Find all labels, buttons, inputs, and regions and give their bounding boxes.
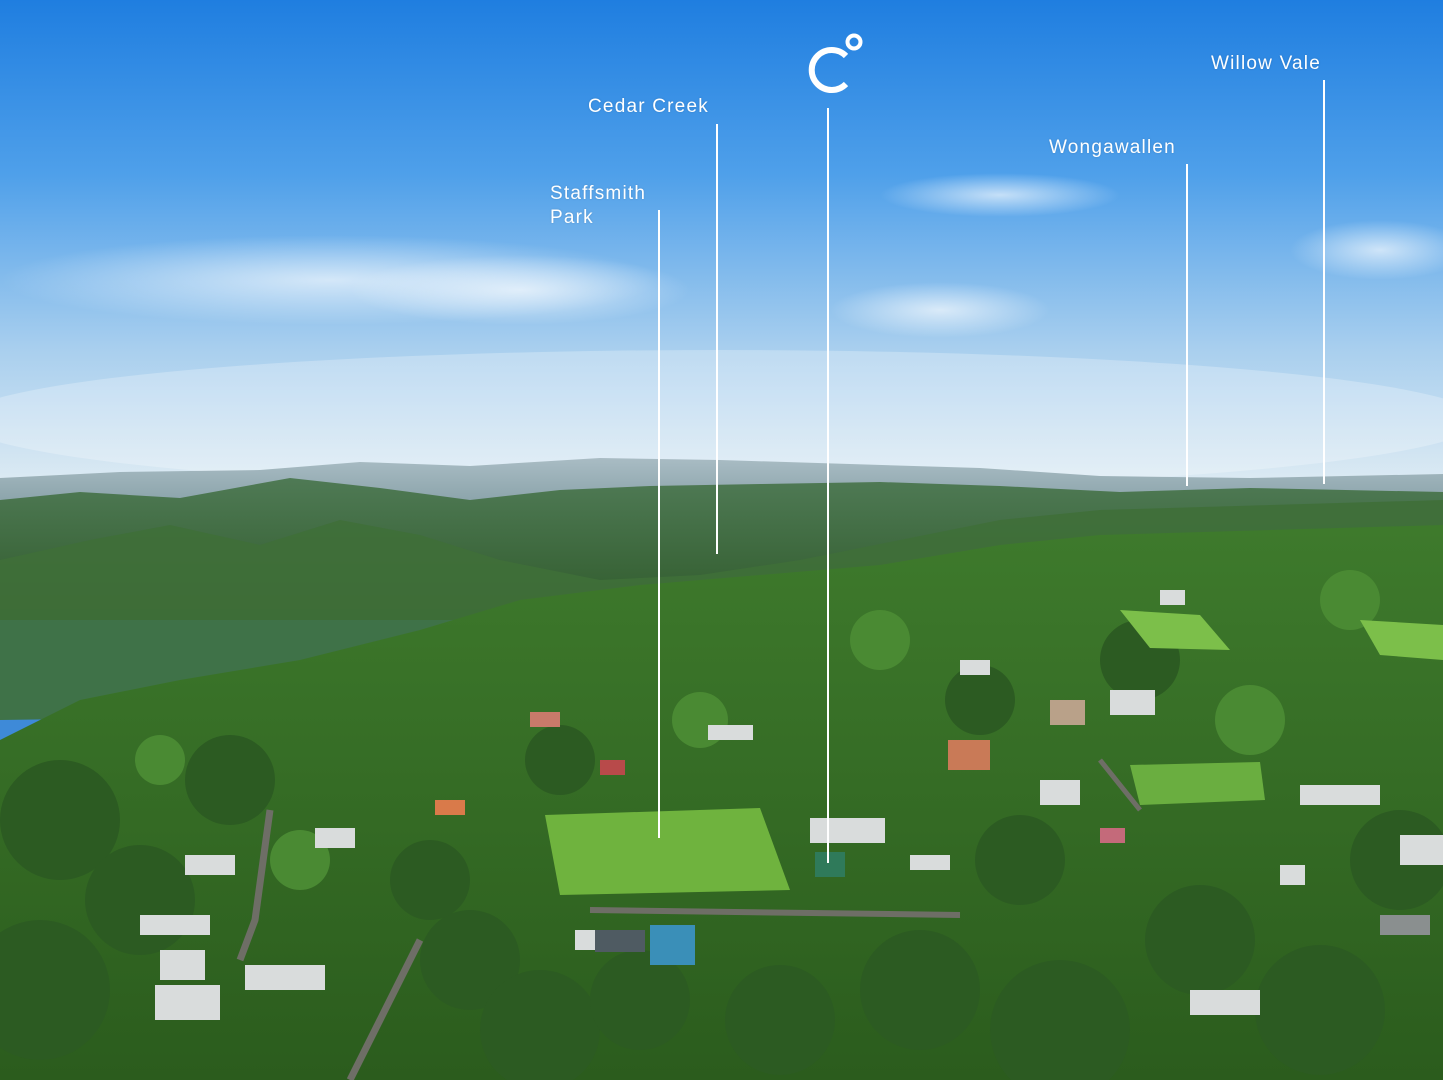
cloud xyxy=(830,282,1050,338)
staffsmith-park-oval xyxy=(545,808,790,895)
willow-vale-pin-line xyxy=(1323,80,1325,484)
paddock xyxy=(1120,610,1230,650)
road xyxy=(589,907,961,918)
willow-vale-label: Willow Vale xyxy=(1211,53,1321,74)
staffsmith-park-label: Staffsmith Park xyxy=(550,182,690,230)
road xyxy=(1098,758,1142,812)
haze xyxy=(0,350,1443,490)
wongawallen-pin-line xyxy=(1186,164,1188,486)
road xyxy=(346,938,424,1080)
houses xyxy=(140,590,1443,1020)
cloud xyxy=(1290,220,1443,280)
cedar-creek-label: Cedar Creek xyxy=(588,96,709,117)
paddock xyxy=(1130,762,1265,805)
paddock xyxy=(1360,620,1443,660)
wongawallen-label: Wongawallen xyxy=(1049,137,1176,158)
coloured-roofs xyxy=(435,700,1430,965)
foreground-terrain xyxy=(0,525,1443,1080)
property-pin-line xyxy=(827,108,829,863)
road xyxy=(236,809,274,962)
c-degree-logo-icon xyxy=(808,33,863,93)
staffsmith-park-pin-line xyxy=(658,210,660,838)
staffsmith-park-label-line1: Staffsmith xyxy=(550,183,647,204)
cedar-creek-pin-line xyxy=(716,124,718,554)
staffsmith-park-label-line2: Park xyxy=(550,207,594,228)
cloud xyxy=(350,255,690,325)
cloud xyxy=(880,173,1120,217)
